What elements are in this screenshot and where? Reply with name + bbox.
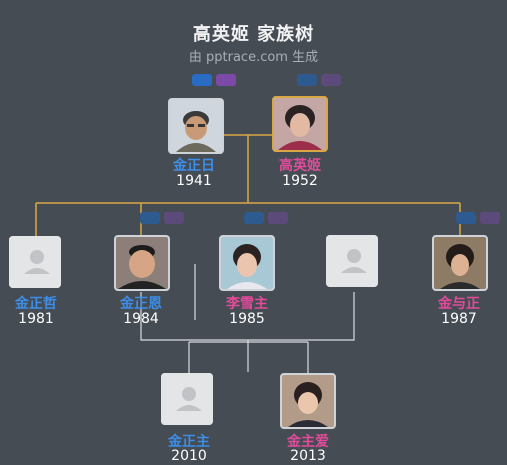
- person-photo-ri-sol-ju[interactable]: [219, 235, 275, 291]
- badge-group-p1[interactable]: [192, 74, 236, 86]
- person-name: 金正哲: [15, 296, 57, 312]
- person-placeholder-unknown[interactable]: [326, 235, 378, 287]
- person-placeholder-kim-jong-chol[interactable]: [9, 236, 61, 288]
- portrait-icon: [282, 375, 334, 427]
- person-name: 李雪主: [226, 296, 268, 312]
- parent-child-line: [35, 135, 461, 236]
- person-year: 2013: [290, 448, 326, 464]
- person-photo-kim-jong-il[interactable]: [168, 98, 224, 154]
- portrait-icon: [434, 237, 486, 289]
- person-placeholder-kim-jong-ju[interactable]: [161, 373, 213, 425]
- person-year: 1984: [123, 311, 159, 327]
- person-name: 金正日: [173, 158, 215, 174]
- portrait-icon: [116, 237, 168, 289]
- person-photo-kim-ju-ae[interactable]: [280, 373, 336, 429]
- badge-purple[interactable]: [480, 212, 500, 224]
- badge-blue[interactable]: [297, 74, 317, 86]
- badge-blue[interactable]: [192, 74, 212, 86]
- badge-blue[interactable]: [140, 212, 160, 224]
- badge-group-p4[interactable]: [140, 212, 184, 224]
- badge-group-p2[interactable]: [297, 74, 341, 86]
- person-year: 1985: [229, 311, 265, 327]
- person-year: 1952: [282, 173, 318, 189]
- person-placeholder-icon: [9, 236, 61, 288]
- badge-blue[interactable]: [456, 212, 476, 224]
- badge-purple[interactable]: [216, 74, 236, 86]
- page-title: 高英姬 家族树: [192, 24, 315, 45]
- person-name: 金正主: [168, 434, 210, 450]
- person-name: 金主爱: [287, 434, 329, 450]
- badge-purple[interactable]: [321, 74, 341, 86]
- person-placeholder-icon: [161, 373, 213, 425]
- person-placeholder-icon: [326, 235, 378, 287]
- person-photo-kim-yo-jong[interactable]: [432, 235, 488, 291]
- portrait-icon: [274, 98, 326, 150]
- person-year: 2010: [171, 448, 207, 464]
- person-name: 金与正: [438, 296, 480, 312]
- person-photo-kim-jong-un[interactable]: [114, 235, 170, 291]
- badge-blue[interactable]: [244, 212, 264, 224]
- person-year: 1981: [18, 311, 54, 327]
- portrait-icon: [170, 100, 222, 152]
- portrait-icon: [221, 237, 273, 289]
- grandchild-line: [188, 340, 309, 373]
- badge-purple[interactable]: [268, 212, 288, 224]
- badge-group-p5[interactable]: [244, 212, 288, 224]
- person-photo-ko-yong-hui[interactable]: [272, 96, 328, 152]
- page-subtitle: 由 pptrace.com 生成: [188, 50, 319, 65]
- person-year: 1941: [176, 173, 212, 189]
- badge-group-p7[interactable]: [456, 212, 500, 224]
- person-year: 1987: [441, 311, 477, 327]
- badge-purple[interactable]: [164, 212, 184, 224]
- person-name: 金正恩: [120, 296, 162, 312]
- person-name: 高英姬: [279, 158, 321, 174]
